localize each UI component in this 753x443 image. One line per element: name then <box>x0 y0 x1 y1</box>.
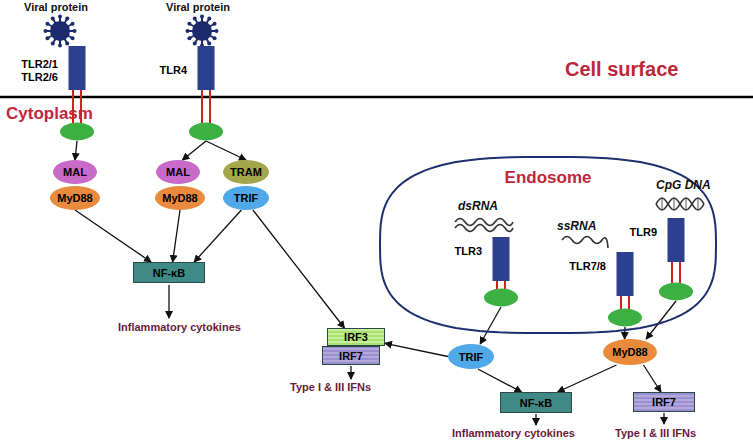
ligand-label: dsRNA <box>458 199 498 213</box>
node-label: NF-κB <box>153 267 185 279</box>
adaptor-oval: MAL <box>53 160 97 184</box>
ssrna-strand <box>562 237 608 249</box>
signal-arrow <box>478 369 522 392</box>
node-label: IRF3 <box>344 331 368 343</box>
signal-arrow <box>385 343 448 356</box>
receptor-symbol <box>607 252 643 327</box>
node-label: TRIF <box>234 192 258 204</box>
signal-arrow <box>253 210 345 328</box>
factor-box: IRF7 <box>633 392 695 412</box>
node-label: MyD88 <box>57 192 92 204</box>
node-label: IRF7 <box>339 350 363 362</box>
adaptor-oval: MAL <box>156 160 200 184</box>
cpg-dna-helix <box>656 198 704 210</box>
receptor-label: TLR2/1 TLR2/6 <box>14 58 58 83</box>
node-label: MAL <box>63 166 87 178</box>
toll-like-receptor: TLR2/1 TLR2/6 <box>59 46 95 141</box>
receptor-symbol <box>59 46 95 141</box>
receptor-symbol <box>188 46 224 141</box>
signal-arrow <box>75 210 151 262</box>
factor-box: NF-κB <box>133 262 205 283</box>
ligand-label: CpG DNA <box>656 178 711 192</box>
signal-arrow <box>173 210 180 262</box>
dsrna-strand <box>455 219 513 232</box>
output-label: Type I & III IFNs <box>290 381 371 393</box>
signal-arrow <box>75 141 77 160</box>
toll-like-receptor: TLR9 <box>658 218 694 301</box>
factor-box: NF-κB <box>500 392 572 413</box>
adaptor-oval: MyD88 <box>50 186 100 210</box>
output-label: Type I & III IFNs <box>615 427 696 439</box>
signal-arrow <box>182 141 206 160</box>
receptor-symbol <box>483 237 519 307</box>
ligand-label: ssRNA <box>557 219 596 233</box>
virus-icons <box>44 15 219 48</box>
node-label: MyD88 <box>162 192 197 204</box>
adaptor-oval: TRIF <box>223 186 269 210</box>
toll-like-receptor: TLR4 <box>188 46 224 141</box>
node-label: NF-κB <box>520 397 552 409</box>
ligand-label: Viral protein <box>166 1 230 13</box>
adaptor-oval: MyD88 <box>603 339 657 365</box>
output-arrows <box>169 285 664 425</box>
node-label: TRIF <box>459 351 483 363</box>
signal-arrow <box>206 141 246 160</box>
receptor-label: TLR4 <box>147 64 187 77</box>
toll-like-receptor: TLR7/8 <box>607 252 643 327</box>
output-label: Inflammatory cytokines <box>118 321 241 333</box>
output-label: Inflammatory cytokines <box>452 427 575 439</box>
signal-arrow <box>558 365 617 392</box>
node-label: TRAM <box>230 166 262 178</box>
factor-box: IRF3 <box>327 328 385 346</box>
ligand-label: Viral protein <box>24 1 88 13</box>
receptor-label: TLR9 <box>627 226 657 239</box>
cell-membrane <box>0 96 753 99</box>
receptor-label: TLR7/8 <box>562 260 606 273</box>
adaptor-oval: TRIF <box>448 344 494 369</box>
factor-box: IRF7 <box>322 346 380 365</box>
signal-arrow <box>624 327 626 339</box>
adaptor-oval: TRAM <box>223 160 269 184</box>
signal-arrow <box>194 210 241 262</box>
receptor-symbol <box>658 218 694 301</box>
adaptor-oval: MyD88 <box>155 186 205 210</box>
region-label: Cell surface <box>565 58 678 81</box>
node-label: MyD88 <box>612 346 647 358</box>
node-label: MAL <box>166 166 190 178</box>
toll-like-receptor: TLR3 <box>483 237 519 307</box>
region-label: Cytoplasm <box>6 104 93 124</box>
receptor-label: TLR3 <box>442 245 482 258</box>
signal-arrow <box>644 365 661 392</box>
node-label: IRF7 <box>652 396 676 408</box>
signal-arrow <box>480 307 501 344</box>
